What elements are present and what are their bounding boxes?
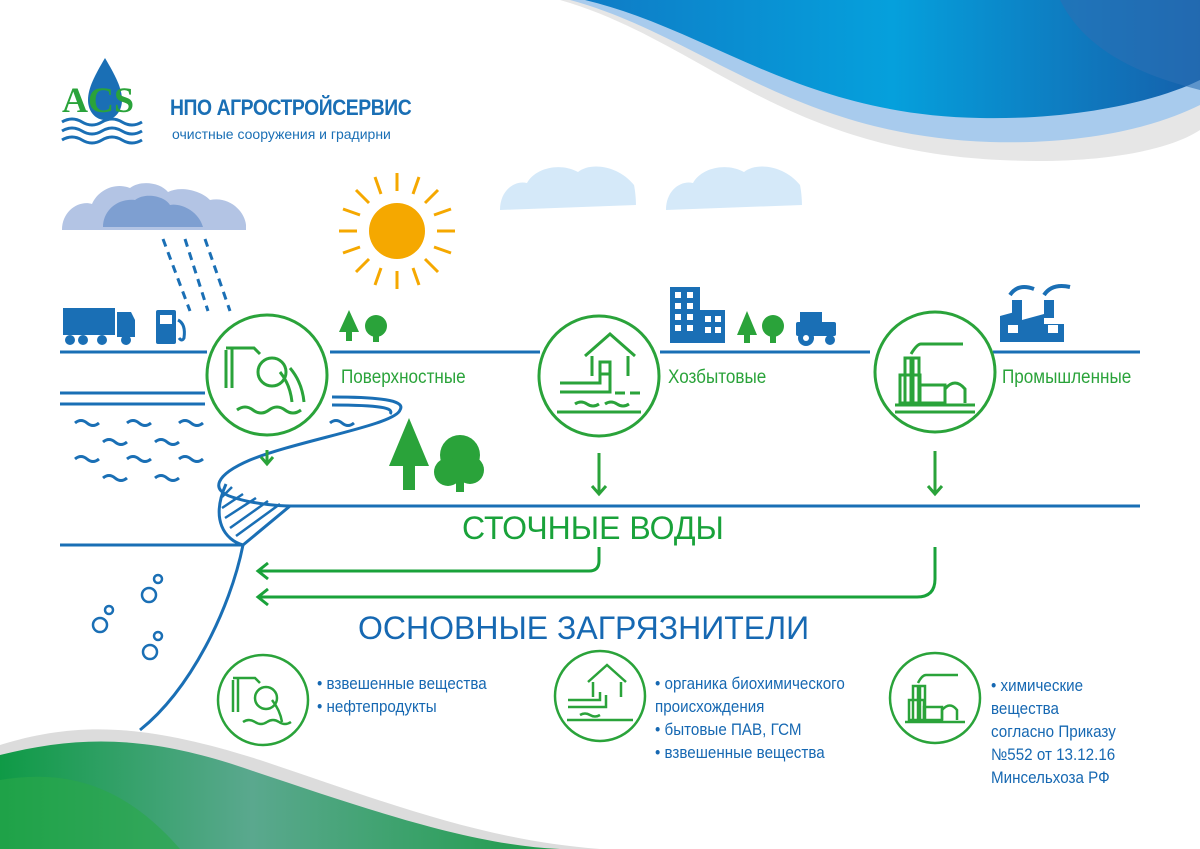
svg-text:ACS: ACS bbox=[62, 80, 134, 120]
pollutant-item: Минсельхоза РФ bbox=[991, 769, 1110, 787]
source-circle-surface bbox=[205, 313, 329, 467]
company-tagline: очистные сооружения и градирни bbox=[172, 126, 391, 142]
river-illustration bbox=[139, 395, 403, 732]
pollutant-item: • нефтепродукты bbox=[317, 698, 437, 716]
pollutant-item: • химические bbox=[991, 677, 1084, 695]
trees-icon bbox=[339, 310, 387, 342]
ground-lines bbox=[60, 350, 1140, 547]
pollutant-item: происхождения bbox=[655, 698, 765, 716]
pollutants-heading: ОСНОВНЫЕ ЗАГРЯЗНИТЕЛИ bbox=[358, 610, 810, 646]
wastewater-heading: СТОЧНЫЕ ВОДЫ bbox=[462, 510, 724, 546]
pollutant-circle-surface bbox=[216, 653, 310, 747]
pollutant-list-domestic: • органика биохимического происхождения … bbox=[655, 673, 845, 765]
source-circle-domestic bbox=[537, 314, 661, 497]
top-wave-decoration bbox=[560, 0, 1200, 161]
source-circle-industrial bbox=[873, 310, 997, 497]
truck-icon bbox=[63, 308, 135, 345]
pollutant-item: №552 от 13.12.16 bbox=[991, 746, 1116, 764]
pollutant-item: • взвешенные вещества bbox=[655, 744, 825, 762]
bubbles bbox=[91, 573, 164, 661]
pollutant-list-industrial: • химические вещества согласно Приказу №… bbox=[991, 675, 1116, 790]
source-label-surface: Поверхностные bbox=[341, 367, 466, 388]
pollutant-list-surface: • взвешенные вещества • нефтепродукты bbox=[317, 673, 487, 719]
trees-icon bbox=[737, 311, 784, 343]
pollutant-item: • взвешенные вещества bbox=[317, 675, 487, 693]
sun-icon bbox=[339, 173, 455, 289]
pollutant-item: вещества bbox=[991, 700, 1059, 718]
pollutant-item: согласно Приказу bbox=[991, 723, 1116, 741]
flow-arrows bbox=[255, 547, 937, 607]
acs-logo: ACS bbox=[61, 58, 143, 145]
bottom-wave-decoration bbox=[0, 729, 600, 849]
company-name: НПО АГРОСТРОЙСЕРВИС bbox=[170, 95, 412, 120]
trees-icon bbox=[389, 418, 484, 492]
pollutant-item: • бытовые ПАВ, ГСМ bbox=[655, 721, 802, 739]
water-waves bbox=[74, 419, 355, 482]
pollutant-circle-industrial bbox=[888, 651, 982, 745]
factory-skyline-icon bbox=[1000, 284, 1071, 342]
tractor-icon bbox=[796, 312, 836, 346]
cloud-icon bbox=[500, 166, 636, 210]
source-label-industrial: Промышленные bbox=[1002, 367, 1132, 388]
pollutant-circle-domestic bbox=[553, 649, 647, 743]
source-label-domestic: Хозбытовые bbox=[668, 367, 767, 388]
cloud-icon bbox=[666, 166, 802, 210]
fuel-pump-icon bbox=[156, 310, 186, 344]
city-buildings-icon bbox=[670, 287, 725, 343]
pollutant-item: • органика биохимического bbox=[655, 675, 845, 693]
rain-cloud-icon bbox=[62, 183, 246, 312]
